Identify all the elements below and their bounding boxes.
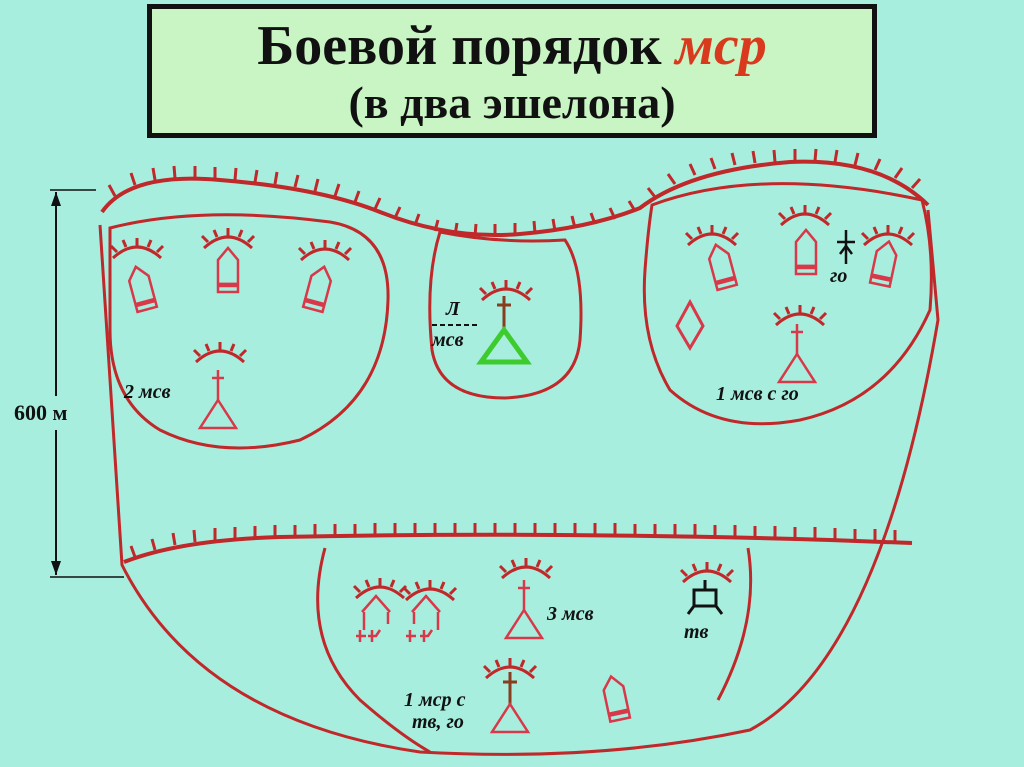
label-1-msr-line1: 1 мср с	[404, 689, 466, 711]
go-icon	[837, 230, 855, 264]
area-2-msv	[108, 213, 390, 450]
label-l: Л	[445, 298, 461, 320]
label-tv: тв	[684, 621, 709, 643]
front-line-second-echelon	[123, 532, 913, 564]
tank-icon	[124, 262, 159, 314]
group-2-msv: 2 мсв	[109, 226, 353, 430]
tank-icon	[868, 238, 901, 288]
title: Боевой порядок мср	[152, 15, 872, 77]
area-1-msv	[642, 182, 933, 426]
outer-boundary	[98, 209, 940, 756]
title-main: Боевой порядок	[257, 15, 662, 77]
group-1-msr: 1 мср с тв, го	[404, 656, 632, 734]
tank-icon	[704, 240, 739, 292]
diamond-icon	[675, 298, 705, 351]
group-3-msv: 3 мсв	[498, 556, 594, 640]
command-post-icon	[198, 368, 238, 430]
title-box: Боевой порядок мср (в два эшелона)	[147, 4, 877, 138]
depth-label: 600 м	[14, 400, 68, 425]
group-tv: тв	[679, 560, 735, 643]
label-msv: мсв	[431, 329, 464, 351]
label-2-msv: 2 мсв	[123, 381, 171, 403]
label-1-msv: 1 мсв с го	[716, 383, 799, 405]
command-post-icon	[504, 578, 544, 640]
group-l-msv: Л мсв	[431, 278, 534, 365]
label-3-msv: 3 мсв	[546, 603, 594, 625]
subtitle: (в два эшелона)	[348, 77, 676, 128]
area-second-echelon	[316, 547, 431, 754]
depth-scale: 600 м	[14, 189, 124, 578]
group-1-msv: го 1 мсв с го	[675, 203, 916, 405]
front-line-first-echelon	[100, 159, 930, 238]
tank-icon	[301, 262, 336, 314]
label-1-msr-line2: тв, го	[412, 711, 464, 733]
tank-icon	[599, 673, 632, 723]
command-post-icon	[777, 322, 817, 384]
label-go: го	[830, 265, 847, 287]
group-artillery	[352, 576, 458, 642]
title-accent: мср	[675, 15, 767, 77]
tv-icon	[686, 580, 724, 615]
command-post-icon	[476, 325, 532, 365]
area-second-echelon-right	[716, 547, 753, 701]
tank-icon	[794, 228, 818, 276]
tank-icon	[216, 246, 240, 294]
area-l-msv	[428, 230, 583, 400]
